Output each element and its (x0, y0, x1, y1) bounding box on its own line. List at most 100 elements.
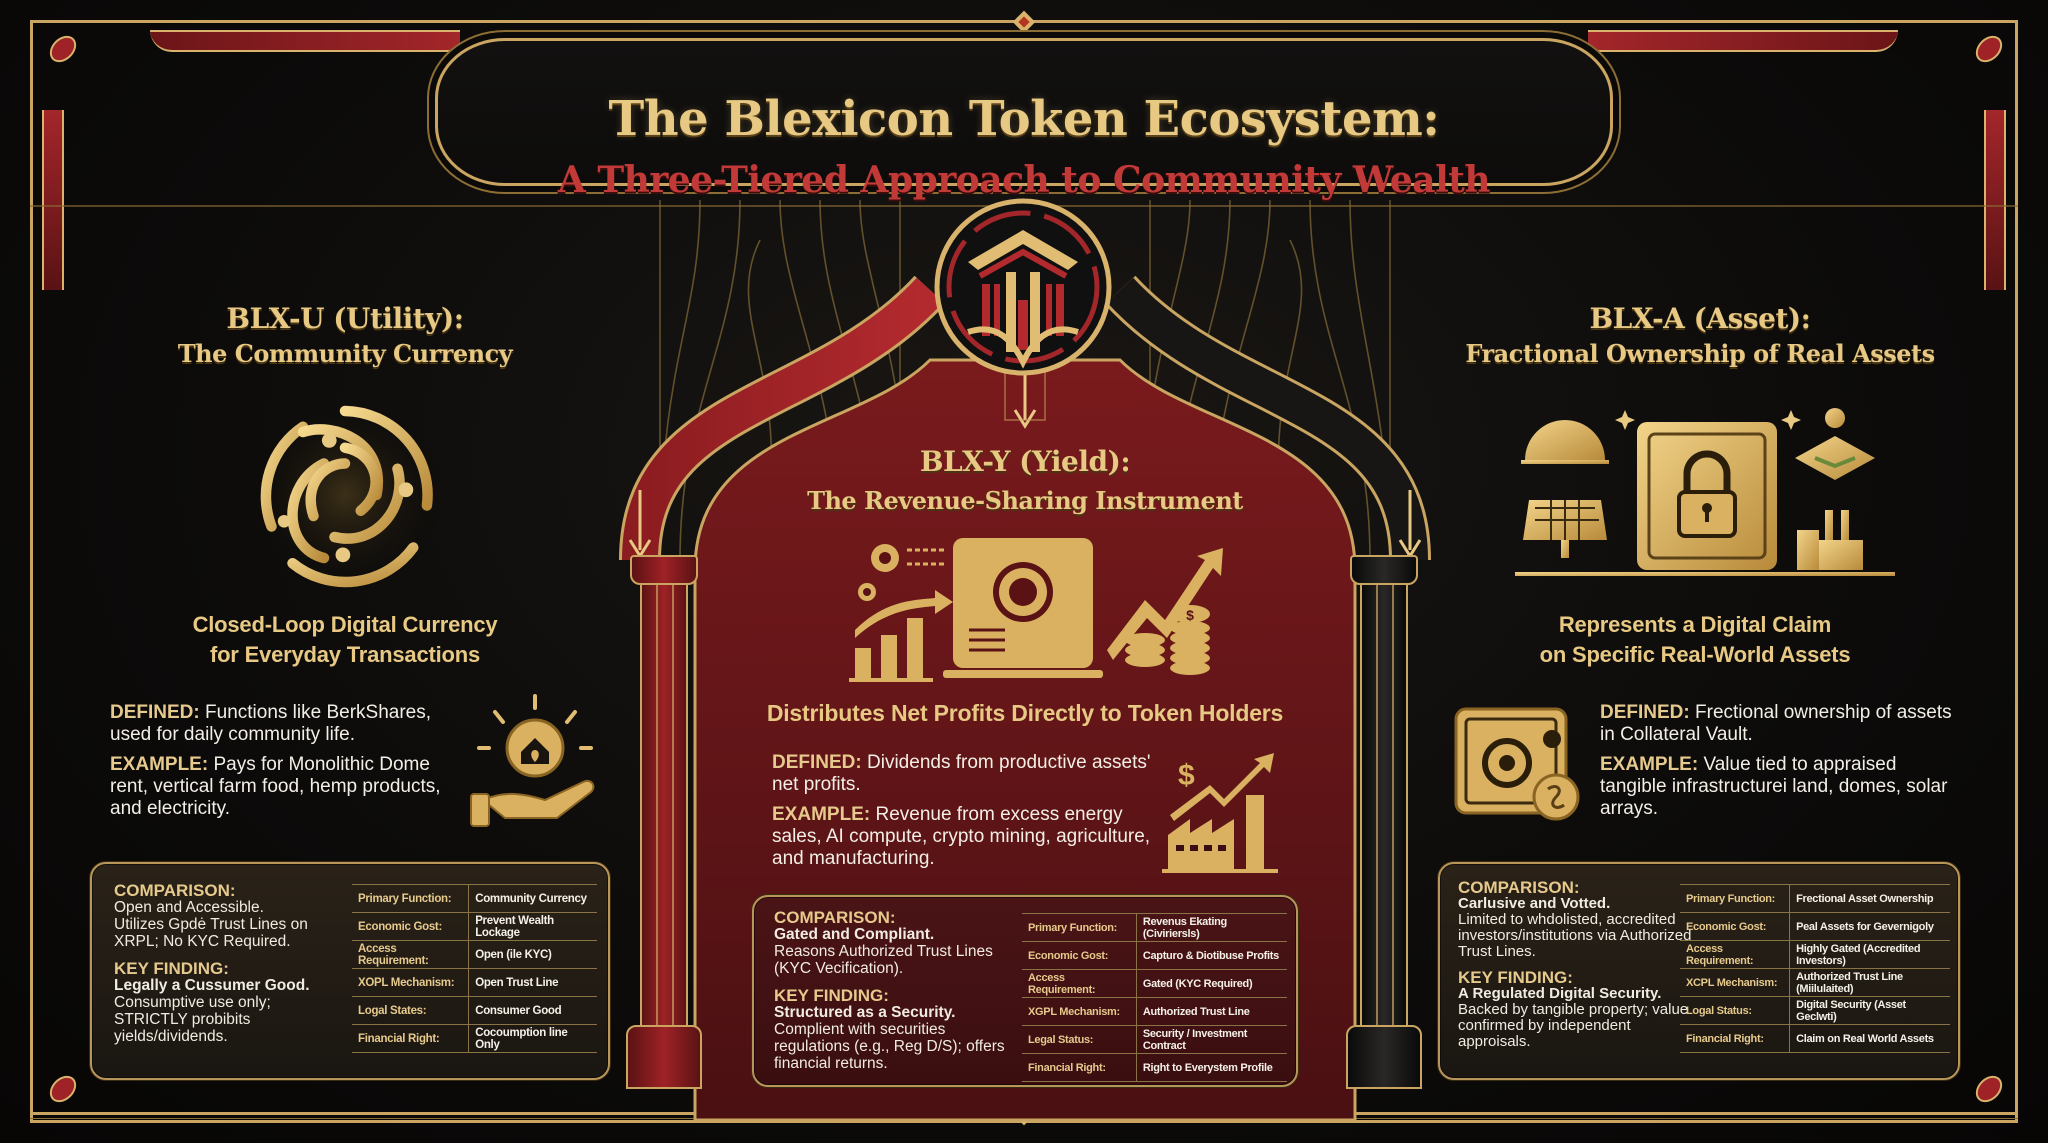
table-value: Capturo & Diotibuse Profits (1136, 941, 1287, 970)
table-value: Prevent Wealth Lockage (468, 912, 597, 941)
table-value: Security / Investment Contract (1136, 1025, 1287, 1054)
table-key: Access Requirement: (352, 940, 470, 969)
example-label: EXAMPLE: (110, 754, 209, 775)
utility-heading: BLX-U (Utility): The Community Currency (120, 302, 570, 368)
yield-description: DEFINED: Dividends from productive asset… (772, 752, 1152, 878)
key-finding-label: KEY FINDING: (1458, 968, 1573, 987)
example-text: Value tied to appraised tangible infrast… (1600, 754, 1948, 819)
table-value: Cocoumption line Only (468, 1024, 597, 1053)
asset-comparison-table: Primary Function:Frectional Asset Owners… (1680, 884, 1950, 1053)
yield-subtitle: The Revenue-Sharing Instrument (807, 486, 1243, 515)
table-value: Authorized Trust Line (Miilulaited) (1789, 968, 1950, 997)
utility-description: DEFINED: Functions like BerkShares, used… (110, 702, 460, 828)
factory-growth-icon: $ (1162, 753, 1278, 873)
defined-text: Frectional ownership of assets in Collat… (1600, 702, 1952, 745)
corner-ornament-icon (38, 28, 84, 74)
table-row: Financial Right:Right to Everystem Profi… (1022, 1053, 1287, 1082)
utility-comparison-box: COMPARISON: Open and Accessible. Utilize… (90, 862, 610, 1080)
key-finding-detail: Complient with securities regulations (e… (774, 1021, 1005, 1072)
table-key: Logal States: (352, 996, 470, 1025)
corner-ornament-icon (38, 1068, 84, 1114)
red-band-decoration (1984, 110, 2006, 290)
table-key: Primary Function: (1680, 884, 1791, 913)
example-label: EXAMPLE: (772, 804, 871, 825)
table-key: Economic Gost: (1022, 941, 1137, 970)
table-row: XCPL Mechanism:Authorized Trust Line (Mi… (1680, 968, 1950, 997)
table-row: XGPL Mechanism:Authorized Trust Line (1022, 997, 1287, 1026)
utility-comparison-text: COMPARISON: Open and Accessible. Utilize… (114, 882, 344, 1055)
table-row: Economic Gost:Capturo & Diotibuse Profit… (1022, 941, 1287, 970)
comparison-label: COMPARISON: (1458, 878, 1580, 897)
svg-text:$: $ (1186, 607, 1194, 623)
key-finding-lead: A Regulated Digital Security. (1458, 985, 1662, 1002)
table-row: Access Requirement:Open (ile KYC) (352, 940, 597, 969)
yield-comparison-text: COMPARISON: Gated and Compliant. Reasons… (774, 909, 1014, 1082)
table-row: Legal Status:Security / Investment Contr… (1022, 1025, 1287, 1054)
yield-tagline: Distributes Net Profits Directly to Toke… (766, 700, 1284, 726)
table-value: Open (ile KYC) (468, 940, 597, 969)
table-row: Economic Gost:Peal Assets for Gevernigol… (1680, 912, 1950, 941)
table-key: Logal Status: (1680, 996, 1791, 1025)
defined-text: Functions like BerkShares, used for dail… (110, 702, 432, 745)
revenue-machine-icon: $ (849, 538, 1223, 682)
table-key: XGPL Mechanism: (1022, 997, 1137, 1026)
table-row: Access Requirement:Gated (KYC Required) (1022, 969, 1287, 998)
defined-label: DEFINED: (1600, 702, 1690, 723)
comparison-lead: Gated and Compliant. (774, 926, 935, 943)
comparison-lead: Carlusive and Votted. (1458, 895, 1611, 912)
table-value: Digital Security (Asset Geclwti) (1789, 996, 1950, 1025)
table-key: XOPL Mechanism: (352, 968, 470, 997)
table-row: Access Requirement:Highly Gated (Accredi… (1680, 940, 1950, 969)
yield-title: BLX-Y (Yield): (919, 445, 1131, 478)
defined-label: DEFINED: (110, 702, 200, 723)
utility-title: BLX-U (Utility): (226, 302, 464, 335)
yield-heading: BLX-Y (Yield): The Revenue-Sharing Instr… (800, 445, 1250, 515)
hand-coin-house-icon (470, 694, 595, 827)
key-finding-detail: Consumptive use only; STRICTLY probibits… (114, 994, 271, 1045)
table-row: Primary Function:Frectional Asset Owners… (1680, 884, 1950, 913)
table-row: Economic Gost:Prevent Wealth Lockage (352, 912, 597, 941)
comparison-lead: Open and Accessible. (114, 899, 264, 916)
table-row: Primary Function:Community Currency (352, 884, 597, 913)
asset-tagline-line2: on Specific Real-World Assets (1539, 642, 1851, 667)
table-value: Frectional Asset Ownership (1789, 884, 1950, 913)
table-key: Economic Gost: (352, 912, 470, 941)
right-black-column (1346, 555, 1422, 1095)
red-band-decoration (150, 30, 460, 52)
defined-text: Dividends from productive assets' net pr… (772, 752, 1151, 795)
table-row: Financial Right:Claim on Real World Asse… (1680, 1024, 1950, 1053)
key-finding-label: KEY FINDING: (774, 986, 889, 1005)
utility-tagline-line2: for Everyday Transactions (209, 642, 481, 667)
comparison-label: COMPARISON: (774, 908, 896, 927)
example-label: EXAMPLE: (1600, 754, 1699, 775)
safe-coin-icon (1454, 707, 1580, 821)
table-value: Peal Assets for Gevernigoly (1789, 912, 1950, 941)
asset-tagline: Represents a Digital Claim on Specific R… (1460, 610, 1930, 670)
example-text: Revenue from excess energy sales, AI com… (772, 804, 1151, 869)
yield-comparison-box: COMPARISON: Gated and Compliant. Reasons… (752, 895, 1298, 1087)
svg-text:$: $ (1178, 759, 1195, 792)
table-key: Primary Function: (352, 884, 470, 913)
table-value: Consumer Good (468, 996, 597, 1025)
table-row: Primary Function:Revenus Ekating (Civiri… (1022, 913, 1287, 942)
table-key: Access Requirement: (1022, 969, 1137, 998)
table-key: Legal Status: (1022, 1025, 1137, 1054)
vault-real-assets-icon (1515, 408, 1895, 576)
comparison-detail: Limited to whdolisted, accredited invest… (1458, 911, 1692, 960)
key-finding-lead: Structured as a Security. (774, 1004, 956, 1021)
asset-heading: BLX-A (Asset): Fractional Ownership of R… (1440, 302, 1960, 368)
key-finding-lead: Legally a Cussumer Good. (114, 977, 310, 994)
utility-comparison-table: Primary Function:Community Currency Econ… (352, 884, 597, 1053)
table-value: Right to Everystem Profile (1136, 1053, 1287, 1082)
example-text: Pays for Monolithic Dome rent, vertical … (110, 754, 441, 819)
table-key: Financial Right: (1022, 1053, 1137, 1082)
asset-title: BLX-A (Asset): (1589, 302, 1811, 335)
red-band-decoration (42, 110, 64, 290)
table-value: Gated (KYC Required) (1136, 969, 1287, 998)
title-plaque: The Blexicon Token Ecosystem: A Three-Ti… (435, 38, 1613, 201)
utility-tagline-line1: Closed-Loop Digital Currency (192, 612, 498, 637)
comparison-detail: Utilizes Gpdė Trust Lines on XRPL; No KY… (114, 916, 308, 950)
table-row: Logal States:Consumer Good (352, 996, 597, 1025)
comparison-label: COMPARISON: (114, 881, 236, 900)
